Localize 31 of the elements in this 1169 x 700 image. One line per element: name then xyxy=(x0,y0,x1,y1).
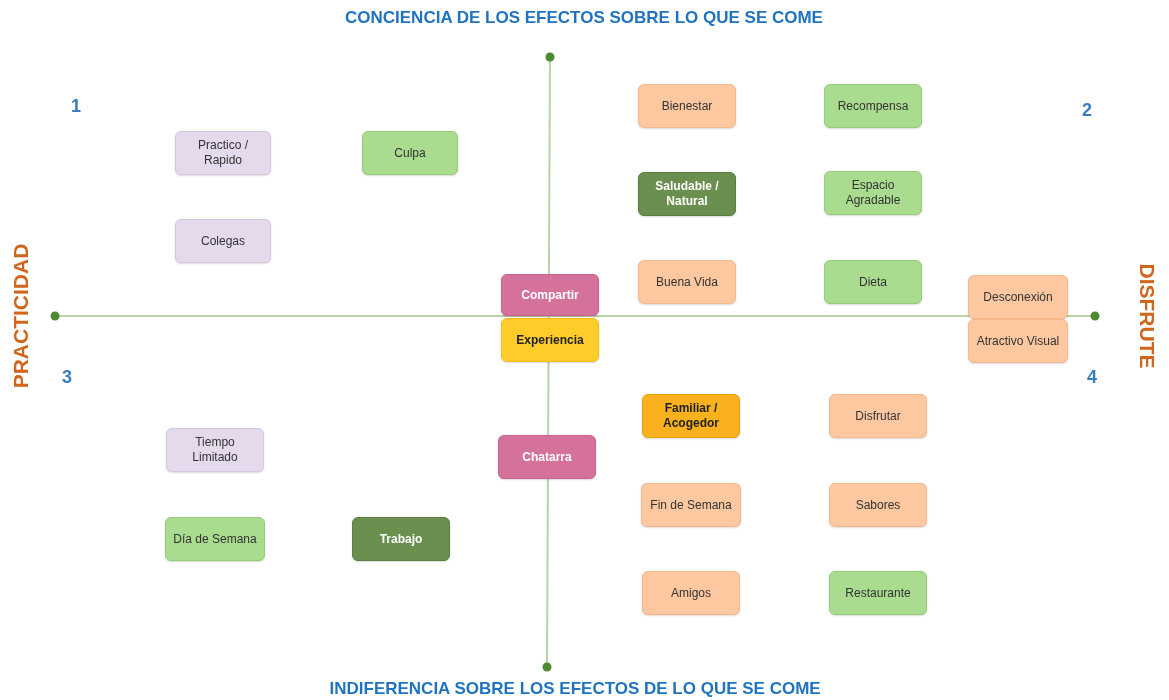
concept-box: Trabajo xyxy=(352,517,450,561)
concept-box: Culpa xyxy=(362,131,458,175)
concept-box: Disfrutar xyxy=(829,394,927,438)
axis-title: PRACTICIDAD xyxy=(8,243,33,389)
concept-box: Buena Vida xyxy=(638,260,736,304)
quadrant-number: 1 xyxy=(71,95,81,117)
concept-box: Experiencia xyxy=(501,318,599,362)
axis-title: CONCIENCIA DE LOS EFECTOS SOBRE LO QUE SE COME xyxy=(345,8,823,28)
concept-box: Recompensa xyxy=(824,84,922,128)
quadrant-number: 2 xyxy=(1082,99,1092,121)
concept-box: Practico / Rapido xyxy=(175,131,271,175)
concept-box: Chatarra xyxy=(498,435,596,479)
axis-title: DISFRUTE xyxy=(1134,263,1158,369)
concept-box: Atractivo Visual xyxy=(968,319,1068,363)
concept-box: Desconexión xyxy=(968,275,1068,319)
concept-box: Restaurante xyxy=(829,571,927,615)
concept-box: Día de Semana xyxy=(165,517,265,561)
concept-box: Tiempo Limitado xyxy=(166,428,264,472)
concept-box: Colegas xyxy=(175,219,271,263)
concept-box: Bienestar xyxy=(638,84,736,128)
quadrant-number: 3 xyxy=(62,366,72,388)
concept-box: Sabores xyxy=(829,483,927,527)
axis-title: INDIFERENCIA SOBRE LOS EFECTOS DE LO QUE SE COME xyxy=(329,679,821,699)
concept-box: Fin de Semana xyxy=(641,483,741,527)
concept-box: Familiar / Acogedor xyxy=(642,394,740,438)
quadrant-number: 4 xyxy=(1087,366,1097,388)
concept-box: Amigos xyxy=(642,571,740,615)
concept-box: Dieta xyxy=(824,260,922,304)
concept-box: Compartir xyxy=(501,274,599,316)
concept-box: Espacio Agradable xyxy=(824,171,922,215)
concept-box: Saludable / Natural xyxy=(638,172,736,216)
